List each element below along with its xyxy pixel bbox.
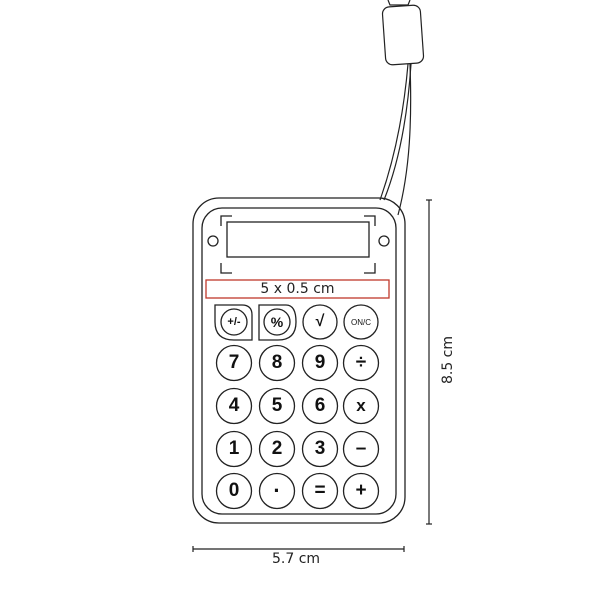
key-sqrt: √ bbox=[315, 313, 325, 330]
height-dimension-label: 8.5 cm bbox=[440, 335, 456, 385]
key-8: 8 bbox=[271, 352, 283, 373]
key-plus-minus: +/- bbox=[227, 316, 241, 328]
plusminus-key-frame bbox=[214, 304, 253, 341]
key-9: 9 bbox=[314, 352, 326, 373]
key-1: 1 bbox=[228, 438, 240, 459]
key-minus: – bbox=[355, 438, 367, 459]
key-on-clear: ON/C bbox=[351, 317, 371, 327]
key-7: 7 bbox=[228, 352, 240, 373]
lanyard bbox=[379, 0, 425, 216]
display-screen bbox=[207, 215, 390, 274]
key-2: 2 bbox=[271, 438, 283, 459]
key-0: 0 bbox=[228, 480, 240, 501]
print-area-box bbox=[205, 279, 390, 299]
key-3: 3 bbox=[314, 438, 326, 459]
key-decimal: · bbox=[273, 478, 281, 503]
key-equals: = bbox=[314, 480, 326, 501]
percent-key-frame bbox=[258, 304, 297, 341]
key-multiply: x bbox=[356, 396, 366, 415]
key-divide: ÷ bbox=[355, 352, 367, 373]
print-area-label: 5 x 0.5 cm bbox=[260, 281, 335, 297]
key-percent: % bbox=[270, 314, 284, 330]
calculator-body bbox=[192, 197, 406, 524]
key-6: 6 bbox=[314, 395, 326, 416]
keypad bbox=[215, 304, 380, 510]
dimension-lines bbox=[192, 199, 432, 552]
key-5: 5 bbox=[271, 395, 283, 416]
width-dimension-label: 5.7 cm bbox=[272, 551, 321, 567]
key-plus: + bbox=[355, 480, 367, 501]
key-4: 4 bbox=[228, 395, 240, 416]
